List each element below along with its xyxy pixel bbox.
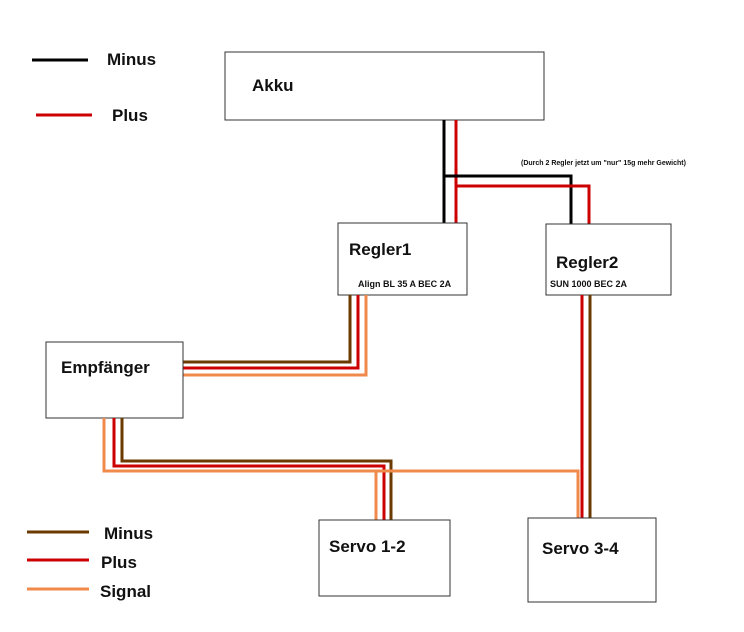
empfaenger-signal-to-servo12 [102,418,378,521]
akku-minus-to-regler2 [444,174,573,224]
empfaenger-label: Empfänger [61,358,150,377]
legend-plus-label: Plus [112,106,148,125]
regler2-box [545,223,672,296]
empfaenger-signal-to-servo34 [376,469,580,518]
empfaenger-box [45,341,184,419]
regler1-label: Regler1 [349,240,411,259]
akku-plus-to-regler2 [456,184,591,224]
akku-box [224,51,545,121]
regler1-plus-to-empfaenger [183,295,360,370]
regler1-signal-to-empfaenger [183,295,368,377]
servo12-box [318,519,451,597]
regler2-sublabel: SUN 1000 BEC 2A [550,279,628,289]
empfaenger-minus-to-servo12 [120,418,393,521]
servo34-label: Servo 3-4 [542,539,619,558]
legend-servo-signal-label: Signal [100,582,151,601]
regler1-sublabel: Align BL 35 A BEC 2A [358,279,452,289]
servo12-label: Servo 1-2 [329,537,406,556]
regler1-box [337,222,468,296]
legend-servo-minus-label: Minus [104,524,153,543]
legend-servo-plus-label: Plus [101,553,137,572]
servo34-box [527,517,657,603]
empfaenger-plus-to-servo12 [112,418,386,521]
regler2-label: Regler2 [556,253,618,272]
akku-label: Akku [252,76,294,95]
weight-note: (Durch 2 Regler jetzt um "nur" 15g mehr … [521,160,686,167]
regler1-minus-to-empfaenger [183,295,352,364]
legend-minus-label: Minus [107,50,156,69]
